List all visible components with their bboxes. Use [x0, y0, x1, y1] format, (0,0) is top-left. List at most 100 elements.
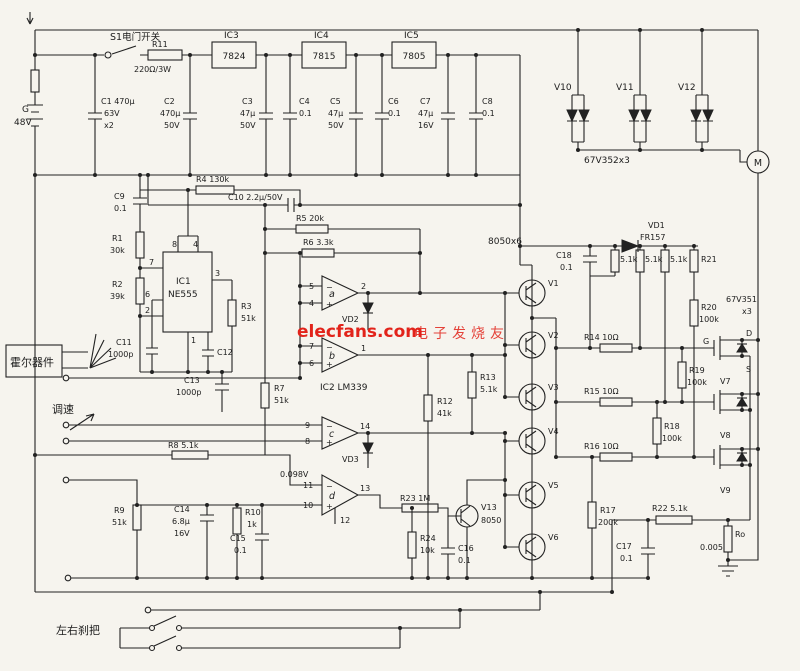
gate-res-1-label: 5.1k [620, 255, 638, 264]
c2-v2: 50V [164, 121, 180, 130]
opamp-b-pin7: 7 [309, 342, 314, 351]
diode-vd2 [362, 302, 374, 315]
r20-v: 100k [699, 315, 719, 324]
v6-label: V6 [548, 533, 559, 542]
resistor-r16 [599, 452, 633, 462]
c4-v: 0.1 [299, 109, 312, 118]
c9-v: 0.1 [114, 204, 127, 213]
opamp-a-label: a [329, 289, 335, 300]
brake-switch-contact [175, 624, 183, 632]
r12-label: R12 [437, 397, 453, 406]
opamp-b-triangle [321, 337, 360, 373]
diode-v10 [566, 109, 590, 123]
resistor-r23 [401, 503, 439, 513]
diode-v12 [690, 109, 714, 123]
c7-v1: 47μ [418, 109, 433, 118]
r13-v: 5.1k [480, 385, 498, 394]
transistor-v1 [518, 279, 546, 307]
v3-label: V3 [548, 383, 559, 392]
opamp-d-label: d [329, 491, 336, 502]
c4-label: C4 [299, 97, 310, 106]
opamp-d-pin13: 13 [360, 484, 370, 493]
body-diode-v8 [736, 397, 748, 407]
hall-device-label: 霍尔器件 [10, 356, 54, 369]
brake-switch-contact [148, 624, 156, 632]
c14-v1: 6.8μ [172, 517, 190, 526]
diode-vd1 [621, 239, 640, 253]
c17-v: 0.1 [620, 554, 633, 563]
c9-label: C9 [114, 192, 125, 201]
resistor-r3 [227, 299, 237, 327]
c14-v2: 16V [174, 529, 190, 538]
resistor-r13 [467, 371, 477, 399]
opamp-d-pin10: 10 [303, 501, 313, 510]
c3-label: C3 [242, 97, 253, 106]
c17-label: C17 [616, 542, 632, 551]
ic2-label: IC2 LM339 [320, 383, 368, 393]
c18-label: C18 [556, 251, 572, 260]
opamp-d-plus: + [326, 502, 333, 511]
battery-voltage: 48V [14, 118, 32, 128]
transistor-v3 [518, 383, 546, 411]
watermark-cn: 电子发烧友 [414, 326, 509, 342]
ic1-pin2: 2 [145, 306, 150, 315]
r16-label: R16 10Ω [584, 442, 619, 451]
opamp-b-plus: + [326, 360, 333, 369]
resistor-r7 [260, 382, 270, 409]
ic4-body [301, 41, 347, 69]
fuse-symbol [30, 69, 40, 93]
resistor-r17 [587, 501, 597, 529]
mosfet-group-x3: x3 [742, 307, 752, 316]
pin-numbers: 8 4 7 3 6 2 1 5 4 2 7 6 1 9 8 14 11 10 1… [145, 240, 370, 525]
r14-label: R14 10Ω [584, 333, 619, 342]
r1-label: R1 [112, 234, 123, 243]
ic3-body [211, 41, 257, 69]
opamp-d-pin11: 11 [303, 481, 313, 490]
source-label: S [746, 365, 751, 374]
vd1-part: FR157 [640, 233, 665, 242]
r17-v: 200k [598, 518, 618, 527]
ic1-ne555-body [162, 251, 213, 333]
resistor-r15 [599, 397, 633, 407]
c2-v1: 470μ [160, 109, 180, 118]
resistor-r5 [295, 224, 329, 234]
connector-terminal [62, 374, 70, 382]
battery-label: G [22, 105, 29, 115]
ic1-pin8: 8 [172, 240, 177, 249]
transistor-bank-label: 8050x6 [488, 237, 522, 247]
opamp-c-plus: + [326, 438, 333, 447]
transistor-v6 [518, 533, 546, 561]
r5-label: R5 20k [296, 214, 324, 223]
resistor-r11 [147, 49, 183, 61]
r22-label: R22 5.1k [652, 504, 688, 513]
resistor-5k1-a [610, 249, 620, 273]
r23-label: R23 1M [400, 494, 430, 503]
ic1-pin1: 1 [191, 336, 196, 345]
opamp-c-pin9: 9 [305, 421, 310, 430]
connector-terminal [144, 606, 152, 614]
v11-label: V11 [616, 83, 634, 93]
v12-label: V12 [678, 83, 696, 93]
r6-label: R6 3.3k [303, 238, 334, 247]
connector-terminal [62, 421, 70, 429]
diode-v11 [628, 109, 652, 123]
r20-label: R20 [701, 303, 717, 312]
c18-v: 0.1 [560, 263, 573, 272]
r19-v: 100k [687, 378, 707, 387]
c12-label: C12 [217, 348, 233, 357]
r12-v: 41k [437, 409, 452, 418]
opamp-c-minus: − [326, 422, 333, 431]
v7-label: V7 [720, 377, 731, 386]
resistor-r18 [652, 417, 662, 445]
resistor-r22 [655, 515, 693, 525]
diode-vd3 [362, 442, 374, 455]
r17-label: R17 [600, 506, 616, 515]
v13-label: V13 [481, 503, 497, 512]
transistor-v4 [518, 427, 546, 455]
switch-s1-label: S1电门开关 [110, 31, 161, 43]
body-diode-v9 [736, 452, 748, 462]
body-diode-v7 [736, 343, 748, 353]
resistor-5k1-b [635, 249, 645, 273]
